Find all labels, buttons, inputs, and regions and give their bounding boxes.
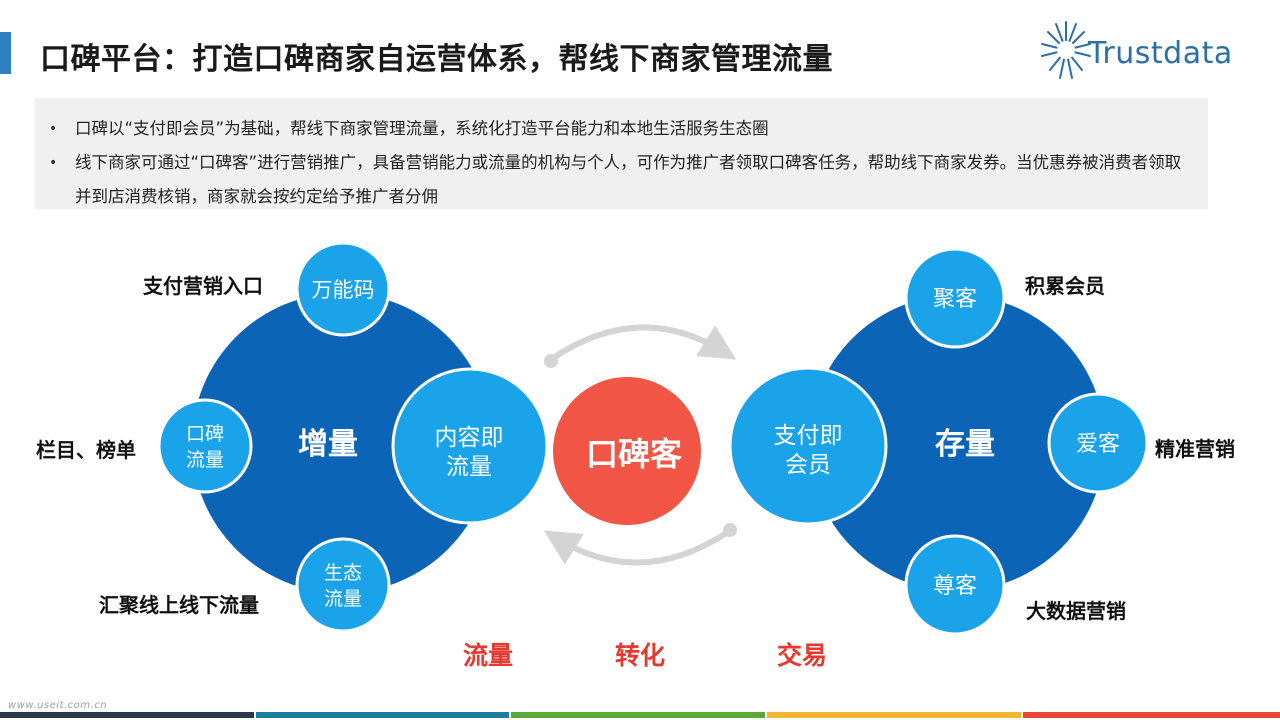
bottom-arrow-dot [723,523,737,537]
left-top-label: 万能码 [312,278,375,302]
bottom-cycle-arrow [543,529,730,566]
left-bottom-label-1: 生态 [324,562,362,584]
left-right-label-2: 流量 [446,454,492,480]
left-left-label-1: 口碑 [186,423,224,445]
footer-bar-1 [0,712,254,718]
bullet-box: 口碑以“支付即会员”为基础，帮线下商家管理流量，系统化打造平台能力和本地生活服务… [35,98,1208,209]
logo-text: Trustdata [1088,36,1233,71]
center-circle [553,377,701,525]
left-left-circle [157,398,253,494]
right-left-circle [728,366,888,526]
footer-bar-3 [511,712,765,718]
top-cycle-arrow [551,324,737,361]
right-big-circle [809,295,1105,591]
left-bottom-label-2: 流量 [324,588,362,610]
left-big-circle [192,293,492,593]
outer-label-left-bottom: 汇聚线上线下流量 [99,593,259,617]
bullet-item-1: 口碑以“支付即会员”为基础，帮线下商家管理流量，系统化打造平台能力和本地生活服务… [49,112,1188,146]
right-top-circle [904,247,1006,349]
bullet-item-2: 线下商家可通过“口碑客”进行营销推广，具备营销能力或流量的机构与个人，可作为推广… [49,146,1188,214]
bottom-label-transaction: 交易 [777,641,828,670]
right-left-label-2: 会员 [785,452,831,478]
right-top-label: 聚客 [933,287,977,312]
outer-label-right-top: 积累会员 [1025,274,1105,298]
center-label: 口碑客 [586,435,682,473]
page-title: 口碑平台：打造口碑商家自运营体系，帮线下商家管理流量 [40,42,833,77]
right-bottom-label: 尊客 [933,574,977,599]
outer-label-left-mid: 栏目、榜单 [36,438,136,462]
footer-bar-5 [1023,712,1280,718]
sunburst-icon [1041,21,1091,79]
trustdata-logo: Trustdata [1036,14,1236,86]
left-right-label-1: 内容即 [435,425,504,451]
footer-watermark: www.useit.com.cn [8,700,108,711]
left-big-label: 增量 [298,427,358,462]
bottom-label-traffic: 流量 [463,641,514,670]
left-right-circle [391,367,549,525]
right-big-label: 存量 [935,427,995,462]
top-arrow-dot [544,354,558,368]
footer-bar-4 [767,712,1021,718]
title-accent-bar [0,32,11,74]
left-top-circle [295,241,391,337]
right-bottom-circle [904,534,1006,636]
right-left-label-1: 支付即 [774,423,843,449]
outer-label-left-top: 支付营销入口 [143,274,263,298]
outer-label-right-bottom: 大数据营销 [1026,599,1126,623]
bottom-label-conversion: 转化 [615,641,666,670]
right-right-circle [1047,392,1149,494]
right-right-label: 爱客 [1076,432,1120,457]
left-left-label-2: 流量 [186,449,224,471]
footer-bar-2 [256,712,509,718]
outer-label-right-mid: 精准营销 [1155,437,1235,461]
left-bottom-circle [295,537,391,633]
